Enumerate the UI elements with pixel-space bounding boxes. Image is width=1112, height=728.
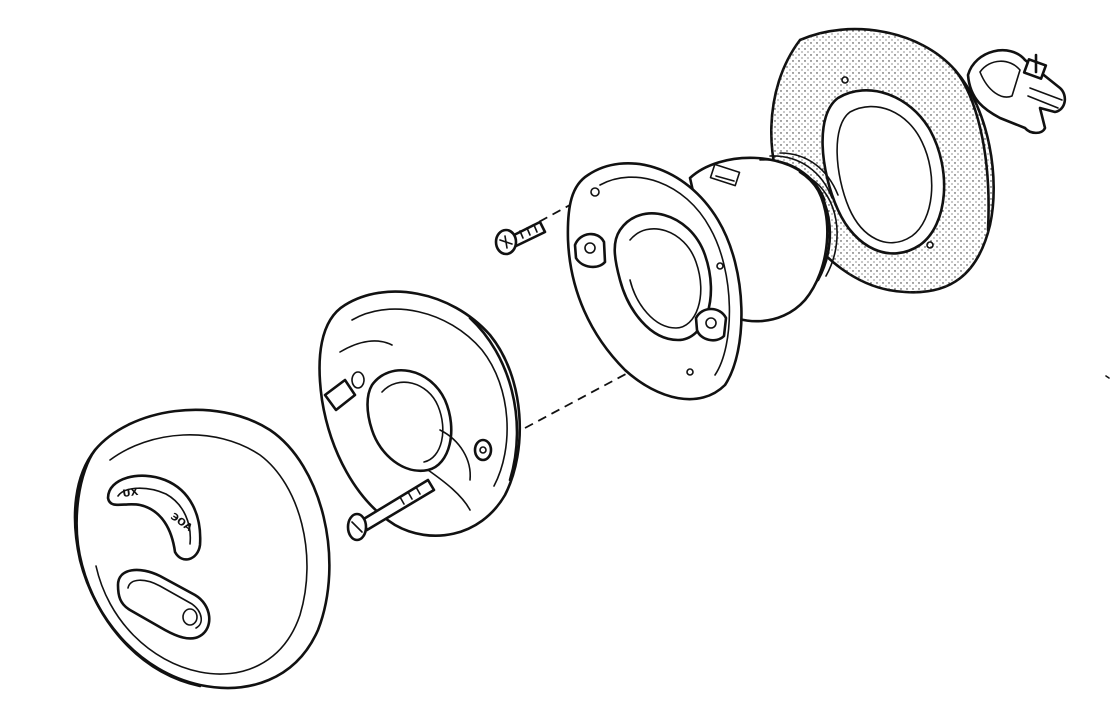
backplate-tab <box>323 378 357 412</box>
cover-body <box>73 408 331 690</box>
pipe-clamp <box>966 49 1067 135</box>
flange-lug-right <box>694 307 728 342</box>
socket-rating-plate <box>709 163 741 187</box>
cover-slot <box>116 568 211 640</box>
cover-scale-window <box>106 474 202 561</box>
backplate-hole-right <box>473 438 493 462</box>
cover-backplate <box>318 290 522 537</box>
cover-screw <box>346 478 436 542</box>
cover-label-left: UX <box>122 487 139 500</box>
flange-hole-side <box>716 262 724 270</box>
round-cover: UX ЭОА <box>73 408 331 690</box>
cover-slot-knob <box>182 608 198 626</box>
flange-screw <box>494 220 547 256</box>
edge-mark <box>1105 375 1110 379</box>
backplate-hole-left <box>351 371 365 389</box>
flange-hole-top <box>590 187 600 197</box>
mounting-flange-socket <box>566 152 839 401</box>
gasket-ring-opening <box>821 89 946 255</box>
flange-lug-left <box>573 232 607 269</box>
backplate-boss <box>366 369 453 473</box>
flange-hole-bottom <box>686 368 694 376</box>
